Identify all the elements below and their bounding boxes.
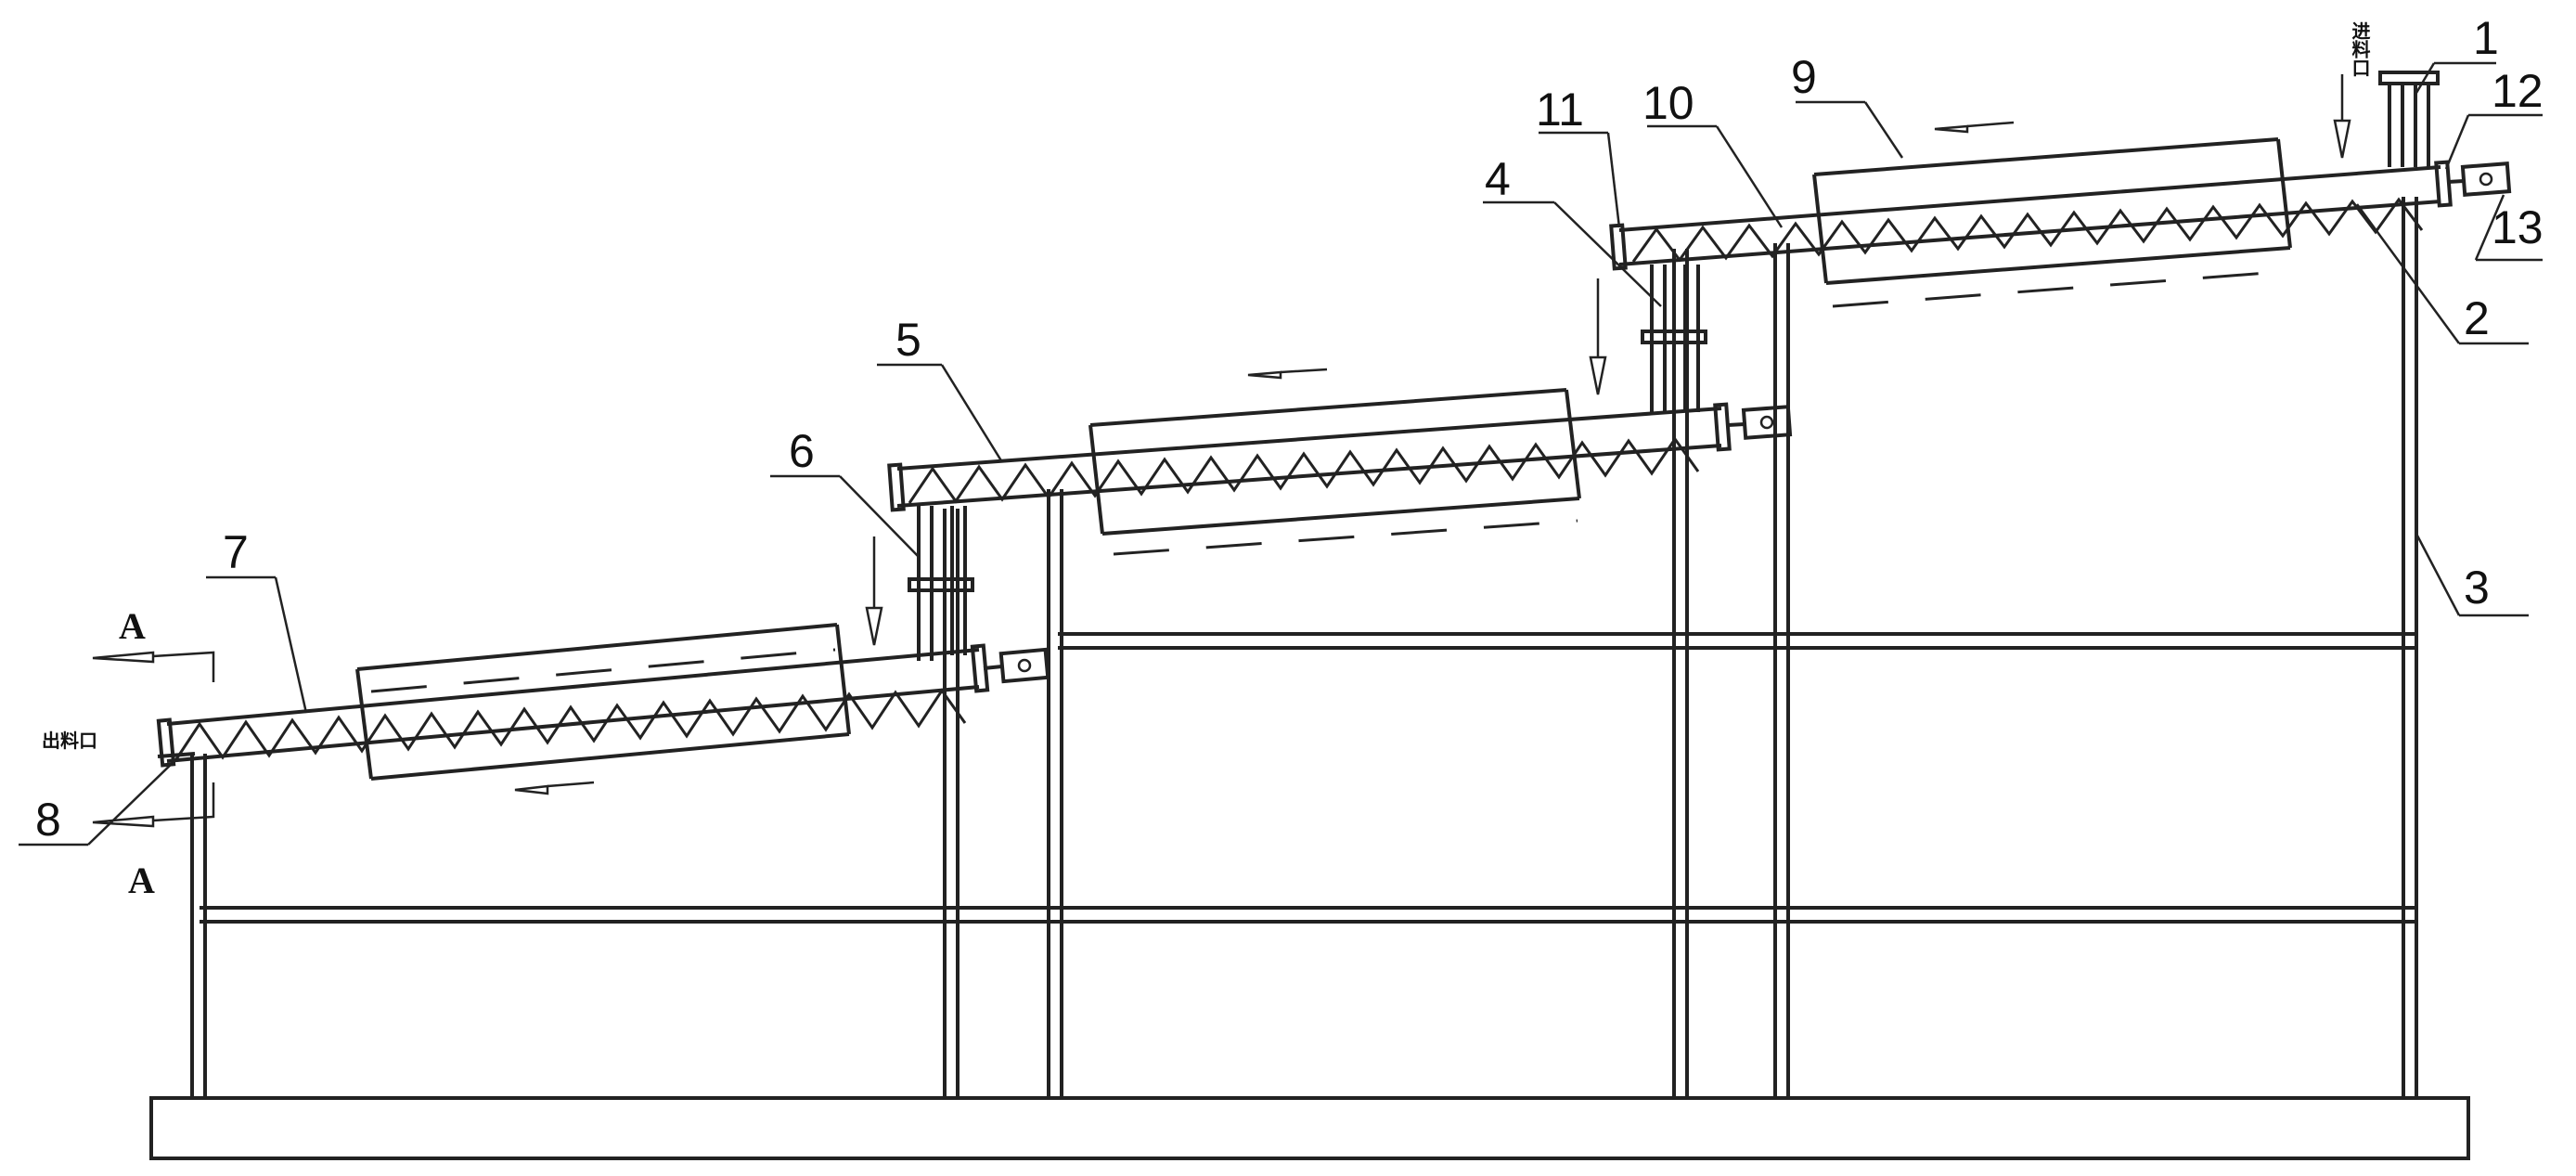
part-labels: 1 12 13 2 3 9 10 11 4 5 6 7 8 xyxy=(35,12,2544,846)
label-1: 1 xyxy=(2473,12,2499,64)
section-label-bottom: A xyxy=(128,859,155,901)
label-13: 13 xyxy=(2492,201,2544,253)
inlet-caption: 进料口 xyxy=(2349,21,2370,77)
label-8: 8 xyxy=(35,794,61,846)
frame-beams xyxy=(200,632,2417,924)
label-7: 7 xyxy=(223,526,249,578)
material-flow-arrows xyxy=(865,74,2351,646)
label-9: 9 xyxy=(1791,51,1817,103)
transfer-chutes xyxy=(157,71,2440,758)
conveyor-middle xyxy=(887,368,1793,556)
label-5: 5 xyxy=(895,314,921,366)
label-12: 12 xyxy=(2492,65,2544,117)
label-4: 4 xyxy=(1485,153,1511,205)
conveyor-lower xyxy=(156,623,1050,795)
base-plate xyxy=(149,1096,2470,1160)
outlet-caption: 出料口 xyxy=(42,730,97,752)
label-2: 2 xyxy=(2464,292,2490,344)
section-marks: A A xyxy=(92,605,215,901)
label-11: 11 xyxy=(1536,84,1584,136)
section-label-top: A xyxy=(119,605,146,647)
leader-lines xyxy=(19,61,2543,846)
label-3: 3 xyxy=(2464,562,2490,614)
label-10: 10 xyxy=(1642,77,1694,129)
conveyor-upper xyxy=(1609,121,2512,308)
label-6: 6 xyxy=(789,425,815,477)
